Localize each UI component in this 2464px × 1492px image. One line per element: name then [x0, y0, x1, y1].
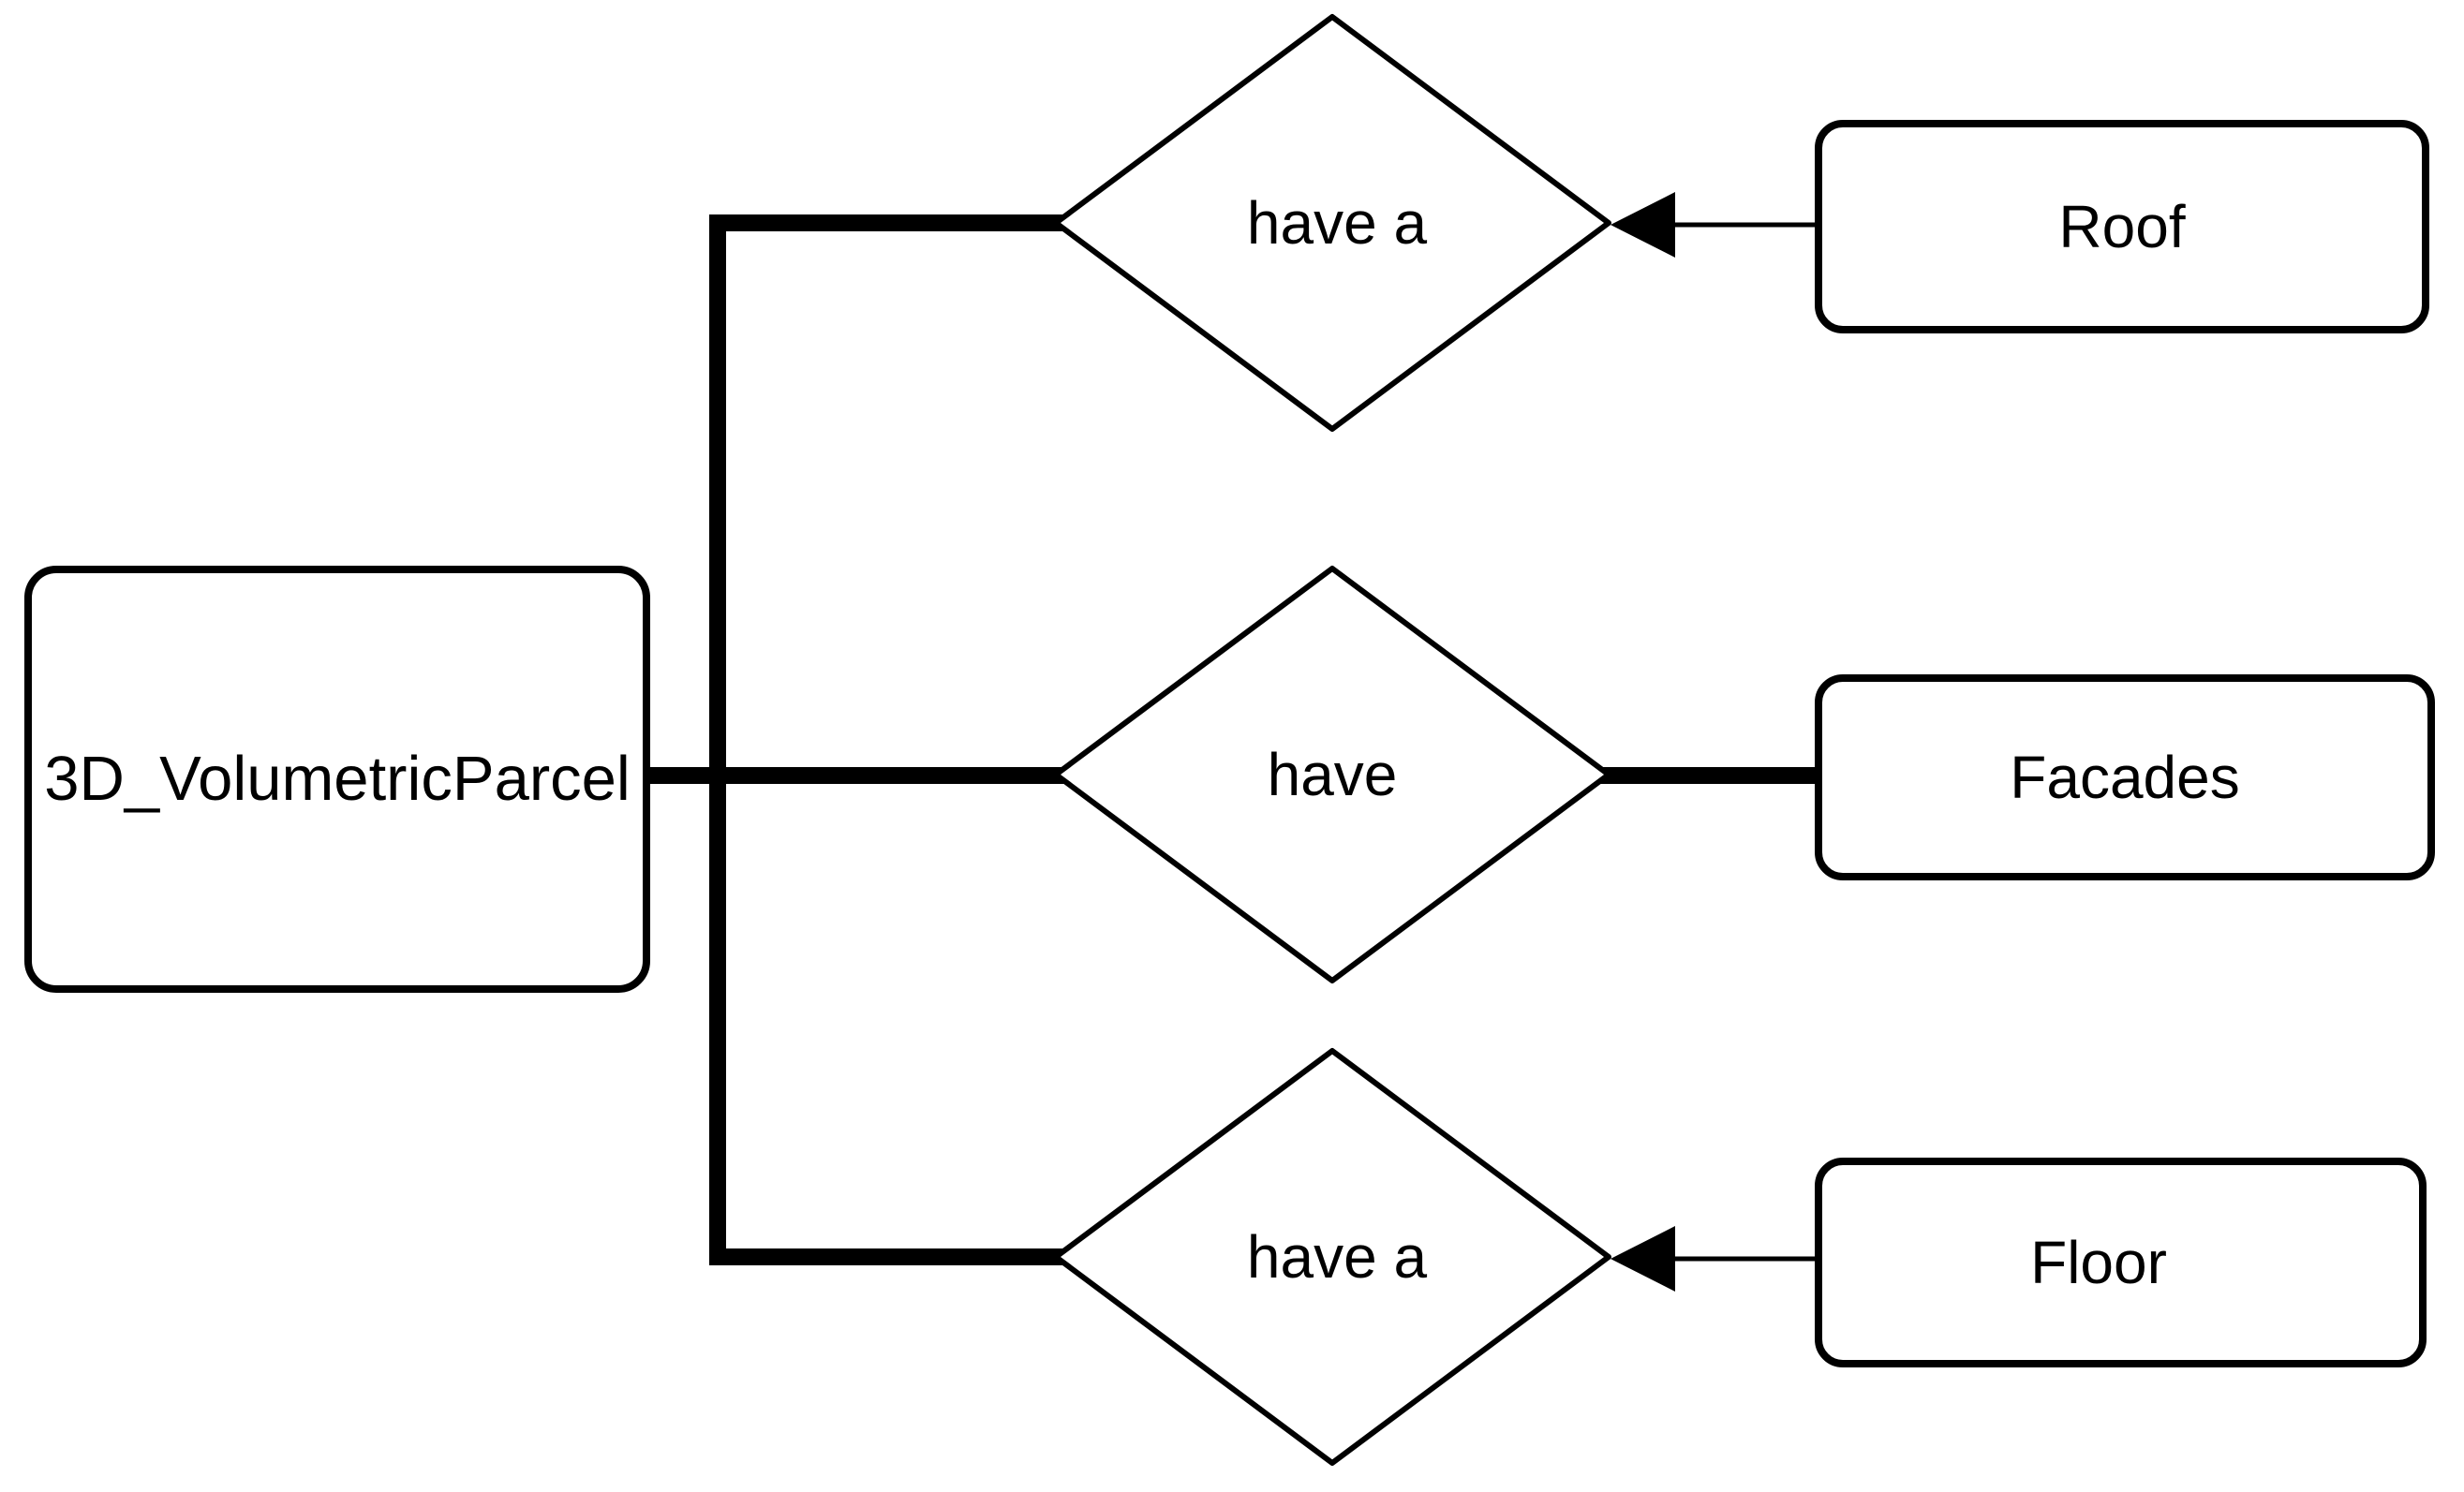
relationship-roof-diamond	[1053, 14, 1611, 432]
relationship-floor-diamond	[1053, 1048, 1611, 1466]
entity-roof-box	[1815, 120, 2429, 333]
relationship-roof-label: have a	[1247, 189, 1428, 257]
connector-trunk	[709, 214, 1068, 1265]
relationship-floor-label: have a	[1247, 1223, 1428, 1291]
arrowhead-left-icon	[1611, 192, 1675, 258]
relationship-facades-label: have	[1268, 741, 1398, 808]
arrowhead-left-icon	[1611, 1226, 1675, 1292]
entity-facades-box	[1815, 674, 2435, 880]
entity-roof-label: Roof	[2058, 193, 2185, 260]
entity-parcel-box	[24, 566, 650, 993]
relationship-facades-diamond	[1053, 566, 1611, 983]
entity-floor-label: Floor	[2030, 1229, 2167, 1296]
entity-parcel-label: 3D_VolumetricParcel	[44, 744, 631, 814]
entity-floor-box	[1815, 1158, 2427, 1367]
entity-facades-label: Facades	[2010, 744, 2239, 811]
